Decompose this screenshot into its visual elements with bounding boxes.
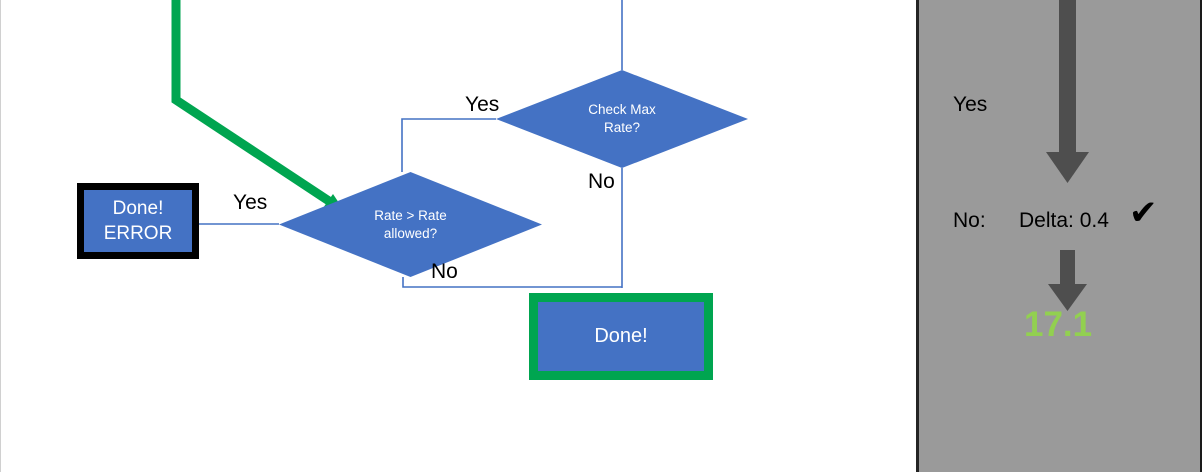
decision-rate-label-line2: allowed?	[383, 225, 438, 241]
terminal-done-error-line2: ERROR	[103, 223, 173, 244]
edge-label-no-check-max-rate: No	[588, 170, 615, 193]
panel-yes-label: Yes	[953, 93, 988, 116]
decision-check-max-rate-label-line1: Check Max	[588, 102, 656, 118]
edge-label-yes-rate-allowed: Yes	[233, 191, 268, 214]
connector-yes-check-to-rate	[401, 118, 496, 172]
terminal-done[interactable]: Done!	[529, 293, 713, 380]
check-mark-icon: ✔	[1129, 194, 1158, 232]
down-arrow-short-icon	[1048, 250, 1087, 311]
decision-rate-greater-than-allowed[interactable]: Rate > Rate allowed?	[279, 172, 542, 277]
slide-canvas: Check Max Rate? Rate > Rate allowed? Don…	[1, 0, 916, 472]
decision-check-max-rate[interactable]: Check Max Rate?	[496, 70, 748, 168]
panel-arrow-layer	[1046, 0, 1089, 311]
status-panel: Yes No: Delta: 0.4 ✔ 17.1	[916, 0, 1202, 472]
decision-check-max-rate-label: Check Max Rate?	[588, 101, 656, 137]
decision-rate-greater-than-allowed-label: Rate > Rate allowed?	[374, 207, 446, 243]
panel-result-value: 17.1	[1024, 305, 1093, 344]
edge-label-yes-check-max-rate: Yes	[465, 93, 500, 116]
down-arrow-long-icon	[1046, 0, 1089, 183]
decision-rate-label-line1: Rate > Rate	[374, 207, 447, 223]
terminal-done-label: Done!	[594, 325, 648, 347]
edge-label-no-rate-allowed: No	[431, 260, 458, 283]
decision-check-max-rate-label-line2: Rate?	[603, 120, 641, 135]
terminal-done-error[interactable]: Done! ERROR	[77, 183, 199, 259]
terminal-done-error-label: Done! ERROR	[104, 196, 173, 246]
green-route-arrow	[171, 0, 345, 212]
panel-delta-value: Delta: 0.4	[1019, 209, 1109, 232]
terminal-done-error-line1: Done!	[112, 197, 164, 219]
panel-no-label: No:	[953, 209, 986, 232]
